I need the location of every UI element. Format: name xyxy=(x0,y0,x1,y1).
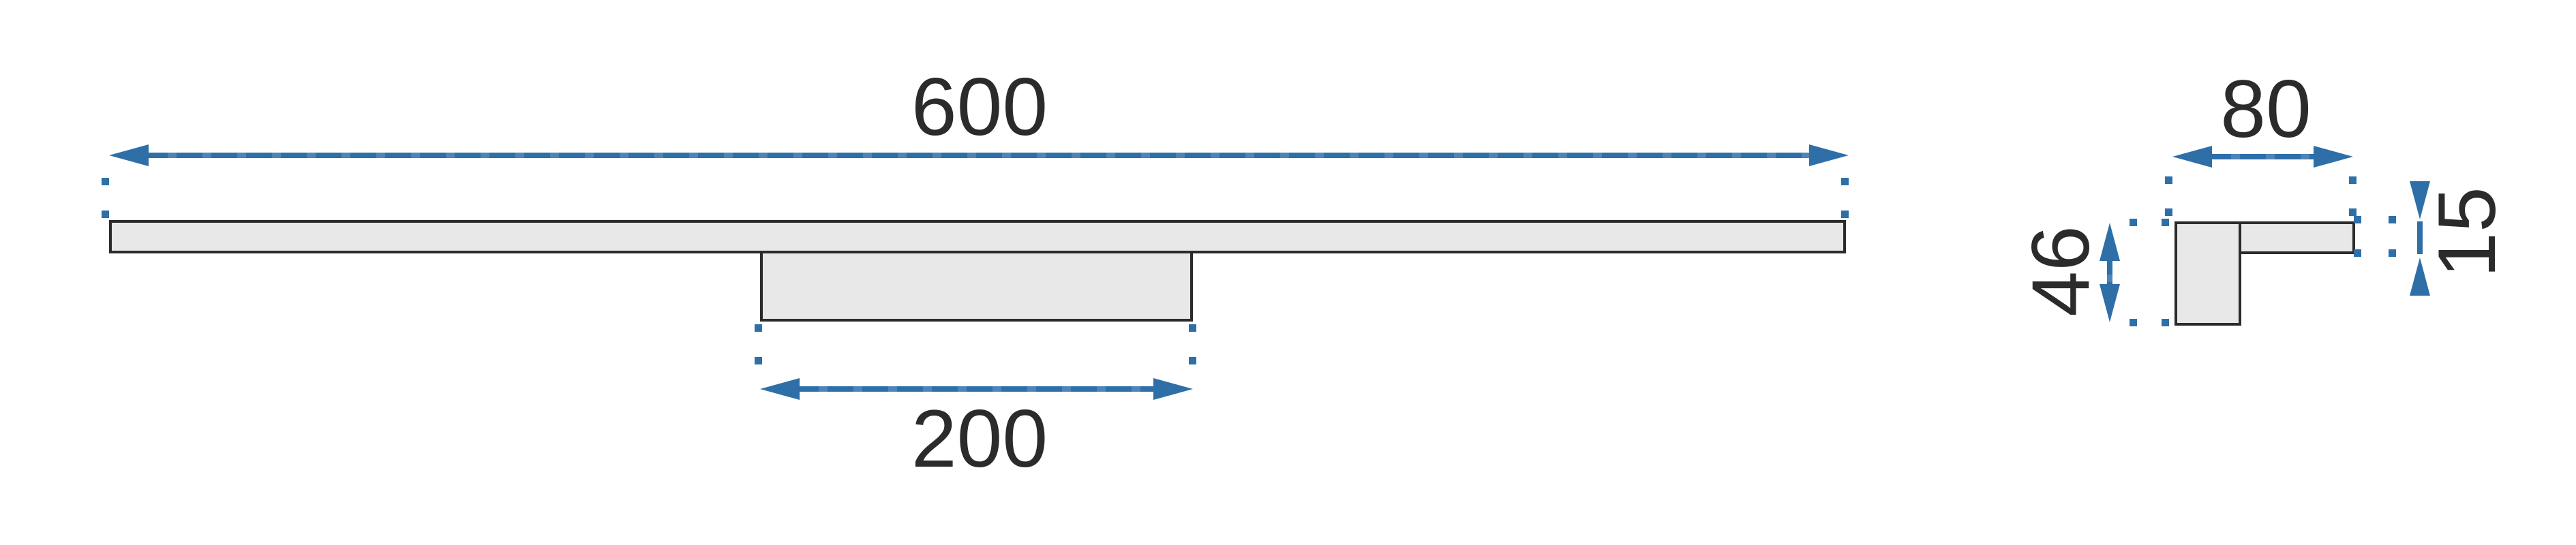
height-dimension-label: 46 xyxy=(2015,225,2106,317)
extension-dash xyxy=(755,357,762,364)
arrowhead-up-icon xyxy=(2410,258,2430,296)
extension-dash xyxy=(2349,208,2357,216)
length-dimension-arrow xyxy=(109,144,1849,167)
height-dimension-arrow xyxy=(2098,223,2121,322)
arrowhead-right-icon xyxy=(1809,144,1849,166)
extension-dash xyxy=(2389,216,2396,223)
extension-dash xyxy=(2130,319,2137,326)
arrowhead-down-icon xyxy=(2100,284,2120,322)
extension-dash xyxy=(2162,219,2169,226)
extension-dash xyxy=(102,178,109,185)
extension-dash xyxy=(1189,324,1196,332)
width-dimension-label: 80 xyxy=(2220,63,2312,155)
extension-dash xyxy=(1189,357,1196,364)
dimension-line xyxy=(2107,254,2112,291)
extension-dash xyxy=(2349,176,2357,184)
extension-dash xyxy=(755,324,762,332)
extension-dash xyxy=(2165,176,2172,184)
bracket-dimension-arrow xyxy=(760,377,1193,401)
profile-body-side xyxy=(2175,221,2241,326)
extension-dash xyxy=(2165,208,2172,216)
extension-dash xyxy=(2354,249,2361,257)
width-dimension-arrow xyxy=(2172,145,2353,168)
lamp-bar-front xyxy=(109,220,1846,253)
extension-dash xyxy=(1841,211,1849,218)
mounting-bracket-front xyxy=(760,251,1193,322)
dimension-line xyxy=(2417,221,2423,254)
extension-dash xyxy=(2354,216,2361,223)
extension-dash xyxy=(102,211,109,218)
arrowhead-down-icon xyxy=(2410,181,2430,219)
extension-dash xyxy=(2130,219,2137,226)
arrowhead-right-icon xyxy=(2314,146,2353,168)
bracket-dimension-label: 200 xyxy=(911,393,1048,484)
profile-flange-side xyxy=(2241,221,2355,254)
extension-dash xyxy=(2389,249,2396,257)
dimension-line xyxy=(2205,154,2320,159)
dimension-line xyxy=(793,386,1160,392)
thickness-dimension-label: 15 xyxy=(2421,187,2513,278)
length-dimension-label: 600 xyxy=(911,61,1048,153)
extension-dash xyxy=(2162,319,2169,326)
dimension-line xyxy=(142,153,1816,158)
extension-dash xyxy=(1841,178,1849,185)
arrowhead-right-icon xyxy=(1153,378,1193,400)
